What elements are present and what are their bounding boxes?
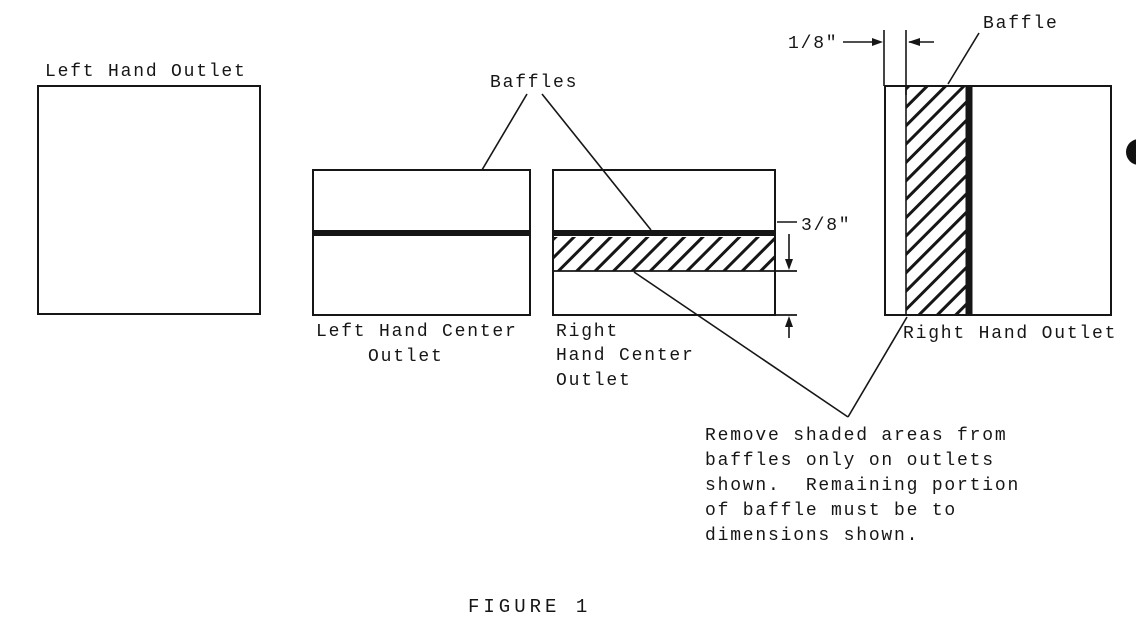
note-leader-right-line [847, 316, 908, 418]
figure-caption: FIGURE 1 [468, 596, 591, 618]
left-hand-outlet-label: Left Hand Outlet [45, 62, 247, 82]
right-hand-outlet-shaded-baffle-area [906, 86, 966, 315]
baffle-label: Baffle [983, 14, 1059, 34]
left-hand-center-outlet-label-line1: Left Hand Center [316, 322, 518, 342]
dimension-3-8-group: 3/8" [777, 216, 851, 338]
right-hand-outlet-box [884, 85, 1112, 316]
right-hand-outlet-group: Right Hand Outlet [884, 85, 1117, 344]
note-line-1: Remove shaded areas from [705, 426, 1007, 446]
left-hand-center-outlet-box [312, 169, 531, 316]
right-hand-center-shaded-baffle-area [554, 237, 774, 271]
note-line-3: shown. Remaining portion [705, 476, 1020, 496]
right-hand-center-outlet-box [552, 169, 776, 316]
baffles-label: Baffles [490, 73, 578, 93]
left-hand-center-outlet-label-line2: Outlet [368, 347, 444, 367]
note-line-2: baffles only on outlets [705, 451, 995, 471]
dimension-1-8-group: 1/8" Baffle [788, 14, 1059, 95]
right-hand-center-outlet-label-line1: Right [556, 322, 619, 342]
left-hand-outlet-group: Left Hand Outlet [37, 62, 261, 315]
note-line-5: dimensions shown. [705, 526, 919, 546]
right-hand-outlet-label: Right Hand Outlet [903, 324, 1117, 344]
left-hand-center-outlet-group: Left Hand Center Outlet [312, 169, 531, 367]
dimension-3-8-up-arrowhead-icon [785, 316, 793, 327]
right-hand-center-outlet-label-line2: Hand Center [556, 346, 695, 366]
note-leader-group [633, 271, 908, 418]
baffles-leader-right-line [541, 93, 652, 231]
dimension-1-8-label: 1/8" [788, 34, 838, 54]
note-text-group: Remove shaded areas from baffles only on… [705, 426, 1020, 546]
right-hand-center-outlet-group: Right Hand Center Outlet [552, 169, 797, 391]
scan-artifact-dot [1126, 139, 1136, 165]
dimension-3-8-label: 3/8" [801, 216, 851, 236]
note-line-4: of baffle must be to [705, 501, 957, 521]
dimension-1-8-left-arrowhead-icon [908, 38, 920, 46]
dimension-1-8-right-arrowhead-icon [872, 38, 883, 46]
note-leader-left-line [633, 271, 849, 418]
baffle-leader-line [947, 32, 980, 85]
left-hand-outlet-box [37, 85, 261, 315]
dimension-3-8-down-arrowhead-icon [785, 259, 793, 270]
right-hand-center-outlet-label-line3: Outlet [556, 371, 632, 391]
